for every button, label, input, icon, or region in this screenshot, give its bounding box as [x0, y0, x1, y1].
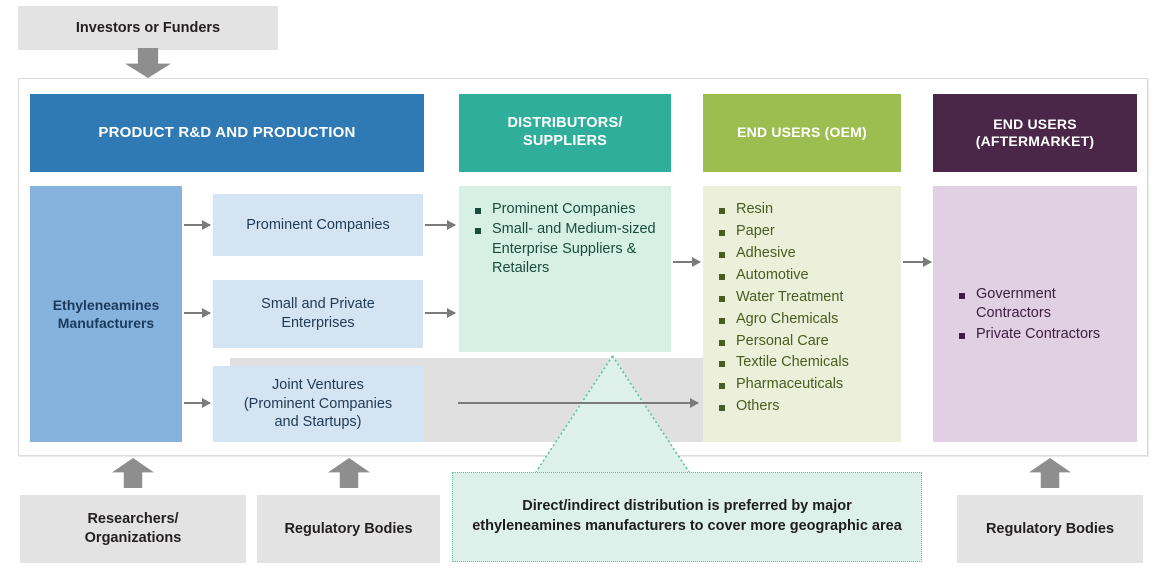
- distributors-panel: Prominent Companies Small- and Medium-si…: [459, 186, 671, 352]
- arrow-right-icon: [425, 308, 456, 318]
- bottom-label: Regulatory Bodies: [985, 520, 1115, 537]
- callout-text: Direct/indirect distribution is preferre…: [472, 498, 902, 534]
- bottom-label-line1: Researchers/: [87, 511, 179, 528]
- arrow-right-icon: [184, 308, 211, 318]
- list-item: Resin: [717, 200, 889, 219]
- arrow-right-icon: [673, 257, 701, 267]
- header-label-line1: DISTRIBUTORS/: [507, 115, 623, 132]
- list-item: Water Treatment: [717, 288, 889, 307]
- distributors-list: Prominent Companies Small- and Medium-si…: [473, 200, 659, 279]
- header-label-line1: END USERS: [993, 115, 1077, 132]
- box-label-line1: Joint Ventures: [272, 377, 364, 394]
- list-item: Others: [717, 397, 889, 416]
- ethyleneamines-manufacturers-box: Ethyleneamines Manufacturers: [30, 186, 182, 442]
- regulatory-bodies-box-right: Regulatory Bodies: [957, 495, 1143, 563]
- box-label-line3: and Startups): [274, 414, 362, 431]
- distribution-callout: Direct/indirect distribution is preferre…: [452, 472, 922, 562]
- list-item: Government Contractors: [957, 285, 1125, 324]
- list-item: Private Contractors: [957, 325, 1125, 344]
- joint-ventures-box: Joint Ventures (Prominent Companies and …: [213, 366, 423, 442]
- box-label-line2: Enterprises: [281, 315, 355, 331]
- end-users-oem-panel: Resin Paper Adhesive Automotive Water Tr…: [703, 186, 901, 442]
- investors-label: Investors or Funders: [75, 20, 221, 36]
- arrow-right-icon: [184, 398, 211, 408]
- manufacturers-line1: Ethyleneamines: [52, 296, 160, 313]
- list-item: Personal Care: [717, 332, 889, 351]
- end-users-aftermarket-panel: Government Contractors Private Contracto…: [933, 186, 1137, 442]
- list-item: Automotive: [717, 266, 889, 285]
- regulatory-bodies-box-left: Regulatory Bodies: [257, 495, 440, 563]
- manufacturers-line2: Manufacturers: [57, 315, 155, 331]
- arrow-right-icon: [425, 220, 456, 230]
- header-label: PRODUCT R&D AND PRODUCTION: [98, 123, 356, 141]
- arrow-down-icon: [125, 48, 171, 78]
- list-item: Paper: [717, 222, 889, 241]
- header-label-line2: (AFTERMARKET): [975, 133, 1095, 149]
- arrow-up-icon: [328, 458, 370, 488]
- bottom-label-line2: Organizations: [84, 530, 182, 546]
- header-end-users-oem: END USERS (OEM): [703, 94, 901, 172]
- arrow-up-icon: [112, 458, 154, 488]
- investors-or-funders-box: Investors or Funders: [18, 6, 278, 50]
- header-label: END USERS (OEM): [737, 124, 867, 141]
- header-distributors-suppliers: DISTRIBUTORS/ SUPPLIERS: [459, 94, 671, 172]
- arrow-right-icon: [184, 220, 211, 230]
- researchers-organizations-box: Researchers/ Organizations: [20, 495, 246, 563]
- aftermarket-list: Government Contractors Private Contracto…: [947, 285, 1125, 345]
- prominent-companies-box: Prominent Companies: [213, 194, 423, 256]
- arrow-right-long-icon: [458, 398, 699, 408]
- arrow-right-icon: [903, 257, 932, 267]
- header-label-line2: SUPPLIERS: [523, 133, 607, 149]
- box-label: Prominent Companies: [246, 216, 390, 233]
- box-label-line1: Small and Private: [261, 296, 375, 313]
- arrow-up-icon: [1029, 458, 1071, 488]
- header-product-rd-production: PRODUCT R&D AND PRODUCTION: [30, 94, 424, 172]
- list-item: Pharmaceuticals: [717, 375, 889, 394]
- list-item: Agro Chemicals: [717, 310, 889, 329]
- header-end-users-aftermarket: END USERS (AFTERMARKET): [933, 94, 1137, 172]
- box-label-line2: (Prominent Companies: [243, 395, 393, 412]
- oem-list: Resin Paper Adhesive Automotive Water Tr…: [717, 200, 889, 417]
- list-item: Adhesive: [717, 244, 889, 263]
- small-private-enterprises-box: Small and Private Enterprises: [213, 280, 423, 348]
- bottom-label: Regulatory Bodies: [284, 520, 413, 537]
- list-item: Textile Chemicals: [717, 353, 889, 372]
- list-item: Small- and Medium-sized Enterprise Suppl…: [473, 220, 659, 278]
- list-item: Prominent Companies: [473, 200, 659, 219]
